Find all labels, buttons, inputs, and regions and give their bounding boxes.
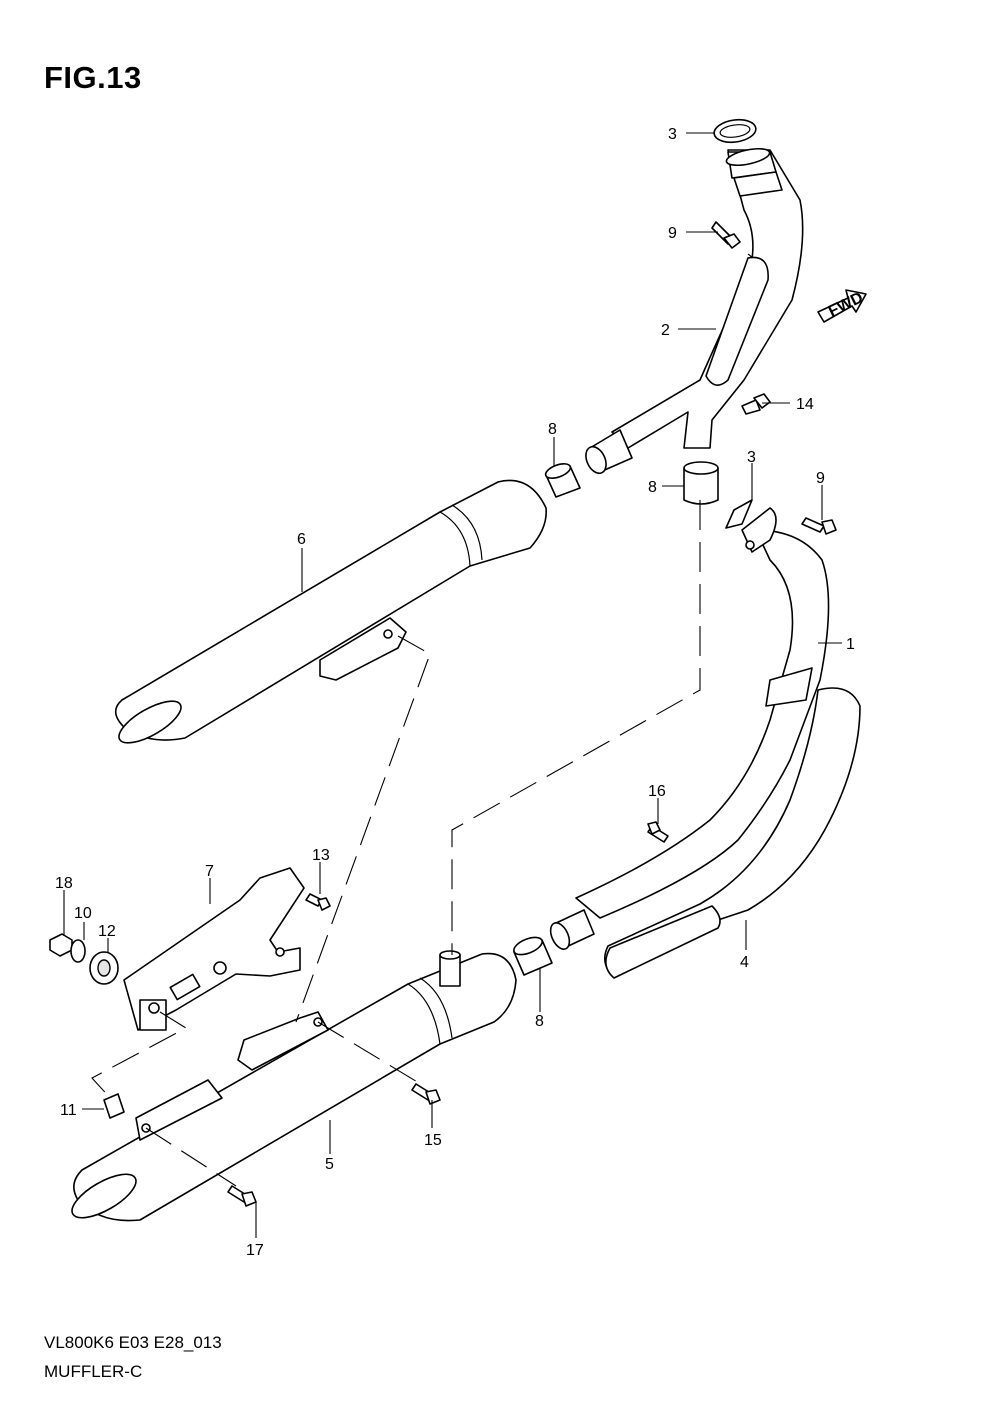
callout-9-lower: 9	[816, 470, 825, 487]
exhaust-pipe-rear[interactable]	[582, 146, 804, 477]
grommet-12[interactable]	[89, 951, 119, 985]
diagram-name: MUFFLER-C	[44, 1362, 143, 1381]
washer-10[interactable]	[70, 939, 86, 963]
fwd-label: FWD	[826, 289, 866, 320]
sleeve-8-right[interactable]	[683, 461, 719, 505]
callout-12: 12	[98, 923, 116, 940]
bolt-15[interactable]	[411, 1083, 441, 1105]
bolt-13[interactable]	[305, 893, 331, 911]
bolt-14[interactable]	[741, 393, 771, 415]
callout-13: 13	[312, 847, 330, 864]
callout-5: 5	[325, 1156, 334, 1173]
callout-9-upper: 9	[668, 225, 677, 242]
callout-15: 15	[424, 1132, 442, 1149]
bolt-17[interactable]	[227, 1185, 257, 1207]
gasket-3-upper[interactable]	[713, 117, 758, 145]
callout-3-lower: 3	[747, 449, 756, 466]
assembly-lines	[91, 500, 701, 1187]
figure-title: FIG.13	[44, 60, 142, 95]
callout-10: 10	[74, 905, 92, 922]
callout-18: 18	[55, 875, 73, 892]
sleeve-8-upper[interactable]	[544, 461, 581, 498]
callout-14: 14	[796, 396, 814, 413]
callout-2: 2	[661, 322, 670, 339]
callout-7: 7	[205, 863, 214, 880]
collar-11[interactable]	[103, 1093, 125, 1119]
fwd-arrow-icon: FWD	[817, 289, 867, 323]
callouts: 3 9 2 14 8 8 3 9 6 1 16 13 7 18 10 12 4 …	[55, 126, 855, 1259]
sleeve-8-lower[interactable]	[511, 934, 553, 976]
heat-shield-4[interactable]	[604, 687, 861, 979]
callout-3-upper: 3	[668, 126, 677, 143]
callout-17: 17	[246, 1242, 264, 1259]
callout-8-right: 8	[648, 479, 657, 496]
bolt-9-lower[interactable]	[801, 517, 837, 535]
leader-lines	[63, 132, 842, 1238]
callout-11: 11	[60, 1102, 77, 1119]
callout-1: 1	[846, 636, 855, 653]
bolt-16[interactable]	[647, 821, 669, 843]
nut-18[interactable]	[49, 933, 73, 957]
callout-8-upper: 8	[548, 421, 557, 438]
callout-6: 6	[297, 531, 306, 548]
muffler-lower[interactable]	[66, 950, 517, 1226]
gasket-3-lower[interactable]	[725, 499, 777, 553]
muffler-upper[interactable]	[113, 479, 547, 750]
diagram-code: VL800K6 E03 E28_013	[44, 1333, 222, 1352]
bolt-9-upper[interactable]	[711, 221, 741, 249]
bracket-7[interactable]	[123, 867, 305, 1031]
callout-4: 4	[740, 954, 749, 971]
callout-8-lower: 8	[535, 1013, 544, 1030]
exhaust-pipe-front[interactable]	[547, 529, 830, 952]
callout-16: 16	[648, 783, 666, 800]
